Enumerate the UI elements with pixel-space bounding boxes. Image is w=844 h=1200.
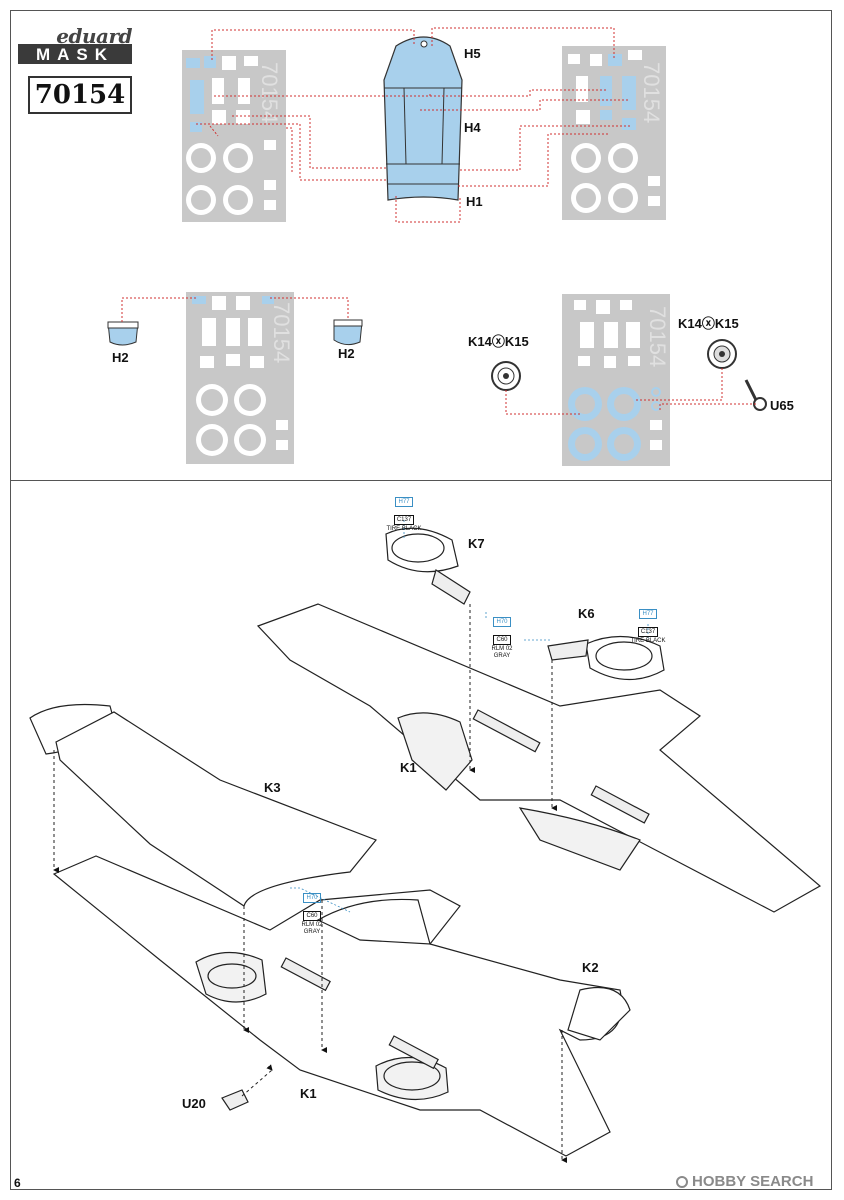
- label-u20: U20: [182, 1096, 206, 1111]
- page-number: 6: [14, 1176, 21, 1190]
- eduard-mask-logo: eduard MASK 70154: [14, 24, 133, 114]
- watermark-text: HOBBY SEARCH: [692, 1173, 814, 1190]
- paint-callout-tire-k7: H77 C137 TIRE BLACK: [378, 490, 430, 533]
- page-frame: [10, 10, 832, 1190]
- label-h1: H1: [466, 194, 483, 209]
- paint-leader-upper: [403, 520, 649, 641]
- label-k3: K3: [264, 780, 281, 795]
- label-h2-right: H2: [338, 346, 355, 361]
- section-divider: [10, 480, 832, 481]
- leader-lines-top: [196, 27, 630, 223]
- lower-guide-lines: [53, 750, 567, 1163]
- paint-callout-gray-k6: H70 C60 RLM 02 GRAY: [476, 610, 528, 660]
- leader-lines-middle-left: [121, 297, 349, 322]
- paint-callout-tire-k6: H77 C137 TIRE BLACK: [622, 602, 674, 645]
- label-h4: H4: [464, 120, 481, 135]
- leader-lines-middle-right: [505, 368, 756, 415]
- product-line: MASK: [35, 45, 115, 64]
- label-k1-upper: K1: [400, 760, 417, 775]
- label-u65: U65: [770, 398, 794, 413]
- paint-name-line2: GRAY: [303, 929, 321, 935]
- paint-mr-color-code: C60: [493, 635, 511, 645]
- watermark-logo-icon: [676, 1176, 688, 1188]
- paint-callout-gray-wing: H70 C60 RLM 02 GRAY: [286, 886, 338, 936]
- sheet-code-tr: 70154: [639, 62, 664, 123]
- paint-mr-color-code: C60: [303, 911, 321, 921]
- sheet-code-mr: 70154: [645, 306, 670, 367]
- paint-name: TIRE BLACK: [630, 638, 666, 644]
- label-k1-lower: K1: [300, 1086, 317, 1101]
- upper-guide-lines: [469, 604, 557, 811]
- label-k7: K7: [468, 536, 485, 551]
- mask-sheet-top-left: 70154: [182, 50, 286, 222]
- paint-hobby-code: H77: [395, 497, 413, 507]
- paint-hobby-code: H77: [639, 609, 657, 619]
- brand-band: [18, 44, 132, 64]
- paint-name-line1: RLM 02: [491, 646, 513, 652]
- lower-wing-assembly: [29, 703, 631, 1157]
- wheel-k14-k15-left: [491, 361, 521, 391]
- product-code-box: 70154: [28, 76, 132, 114]
- paint-name-line2: GRAY: [493, 653, 511, 659]
- label-k14-k15-left: K14ⓧK15: [468, 334, 529, 349]
- h2-window-right: [333, 319, 363, 346]
- sheet-code-tl: 70154: [257, 62, 282, 123]
- label-k14-k15-right: K14ⓧK15: [678, 316, 739, 331]
- sheet-code-ml: 70154: [269, 302, 294, 363]
- upper-wing-assembly: [256, 527, 822, 913]
- tail-wheel-u65: [744, 379, 767, 411]
- label-h2-left: H2: [112, 350, 129, 365]
- paint-name-line1: RLM 02: [301, 922, 323, 928]
- mask-sheet-middle-right: 70154: [562, 294, 670, 466]
- paint-mr-color-code: C137: [637, 627, 659, 637]
- brand-name: eduard: [56, 24, 132, 48]
- label-k2: K2: [582, 960, 599, 975]
- paint-name: TIRE BLACK: [386, 526, 422, 532]
- paint-hobby-code: H70: [493, 617, 511, 627]
- paint-mr-color-code: C137: [393, 515, 415, 525]
- mask-sheet-middle-left: 70154: [186, 292, 294, 464]
- product-code: 70154: [34, 80, 126, 110]
- canopy-drawing: [383, 36, 463, 201]
- mask-sheet-top-right: 70154: [562, 46, 666, 220]
- watermark: HOBBY SEARCH: [676, 1171, 836, 1193]
- wheel-k14-k15-right: [707, 339, 737, 369]
- paint-leader-lower: [290, 887, 351, 913]
- paint-hobby-code: H70: [303, 893, 321, 903]
- h2-window-left: [107, 321, 139, 346]
- label-h5: H5: [464, 46, 481, 61]
- label-k6: K6: [578, 606, 595, 621]
